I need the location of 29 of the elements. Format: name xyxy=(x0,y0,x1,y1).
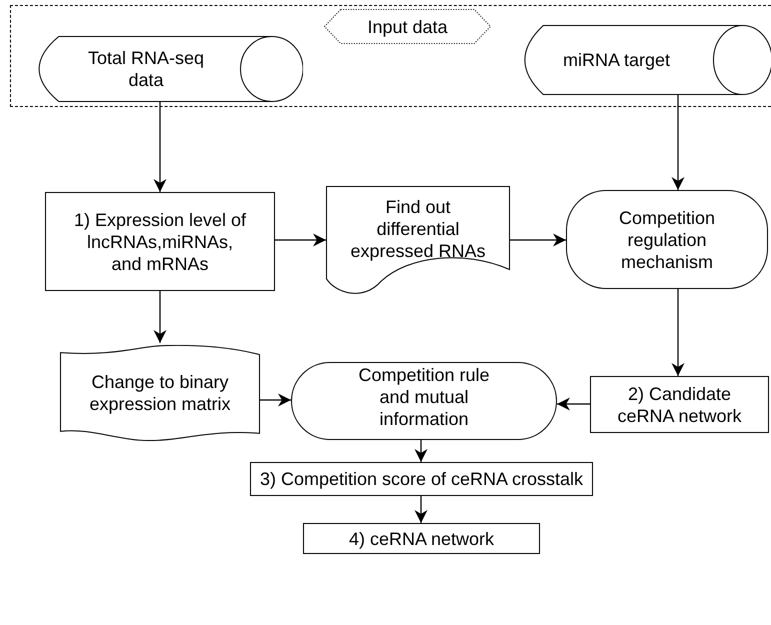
node-text: Competition regulation mechanism xyxy=(618,206,716,272)
arrow xyxy=(275,234,326,246)
process-box xyxy=(303,523,540,554)
node-text: 2) Candidate ceRNA network xyxy=(616,382,743,426)
node-text: 1) Expression level of lncRNAs,miRNAs, and mRNAs xyxy=(72,208,248,274)
arrow xyxy=(672,94,684,190)
arrow xyxy=(672,289,684,376)
arrow xyxy=(154,291,166,343)
process-box xyxy=(590,376,769,433)
dashed-group-box xyxy=(10,5,771,107)
arrow xyxy=(260,394,291,406)
arrow xyxy=(154,101,166,192)
node-text: miRNA target xyxy=(562,49,672,71)
node-text: Input data xyxy=(366,16,449,38)
node-text: Find out differential expressed RNAs xyxy=(349,196,487,262)
process-box xyxy=(250,462,593,496)
node-text: Total RNA-seq data xyxy=(86,47,206,91)
node-text: Change to binary expression matrix xyxy=(88,371,232,415)
arrow xyxy=(414,496,428,523)
input-hexagon xyxy=(324,9,491,44)
node-text: 3) Competition score of ceRNA crosstalk xyxy=(258,468,584,490)
process-box xyxy=(45,192,275,291)
arrow xyxy=(557,398,590,410)
node-text: 4) ceRNA network xyxy=(348,528,496,550)
terminal-shape xyxy=(566,190,768,289)
arrow xyxy=(414,440,428,462)
arrow xyxy=(510,234,566,246)
document-shape xyxy=(60,345,260,441)
node-text: Competition rule and mutual information xyxy=(357,364,491,430)
